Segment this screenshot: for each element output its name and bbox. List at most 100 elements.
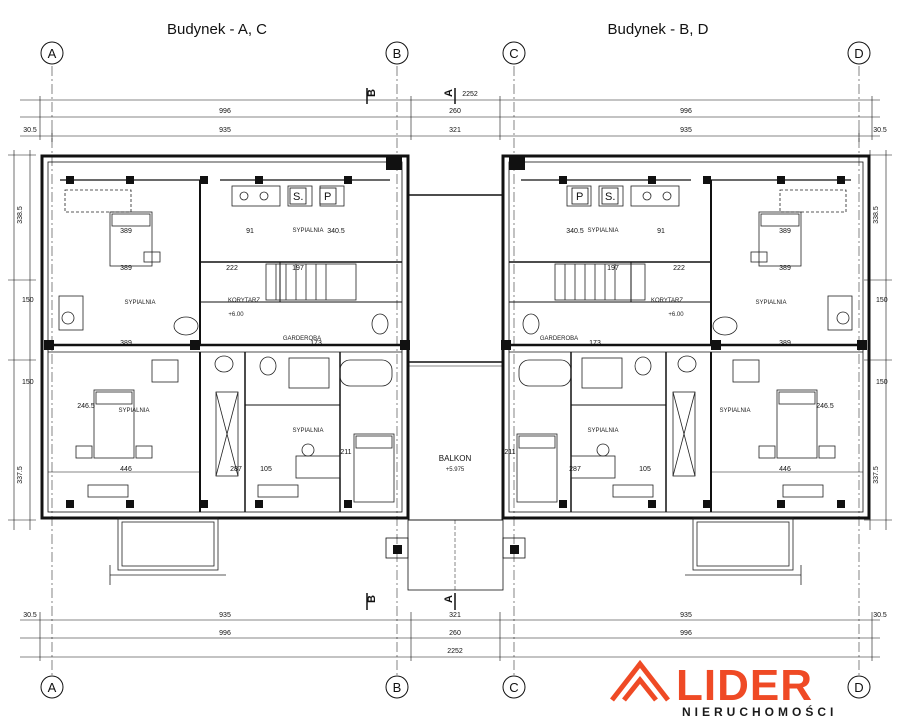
room-label-bedroom-left-right: SYPIALNIA [292, 428, 323, 434]
room-dim-287-right: 287 [569, 466, 581, 473]
room-label-bedroom-right-left: SYPIALNIA [587, 428, 618, 434]
room-dim-3405-left: 340.5 [327, 228, 345, 235]
axis-bubbles-bottom [40, 675, 871, 699]
building-left-walls [40, 154, 410, 520]
balcony-level: +5.975 [446, 467, 465, 473]
marker-s-right: S. [605, 191, 615, 203]
building-left-entry [109, 517, 226, 585]
dim-inner-left-top: 935 [219, 127, 231, 134]
room-label-corridor-right: KORYTARZ [651, 298, 683, 304]
logo-name: LIDER [676, 661, 813, 710]
axis-label-b-bottom: B [393, 680, 402, 695]
side-dim-bottom-left: 337.5 [17, 466, 24, 484]
dim-edge-left-top: 30.5 [23, 127, 37, 134]
dim-gap-top: 321 [449, 127, 461, 134]
marker-s-left: S. [293, 191, 303, 203]
dimension-lines-bottom [20, 612, 880, 661]
axis-label-b-top: B [393, 46, 402, 61]
dim-half-left-bottom: 996 [219, 630, 231, 637]
dim-overall-top: 2252 [462, 91, 478, 98]
room-label-bedroom-right-mid: SYPIALNIA [755, 300, 786, 306]
room-label-bedroom-left-bottom: SYPIALNIA [118, 408, 149, 414]
axis-label-d-bottom: D [854, 680, 863, 695]
dim-half-left-top: 996 [219, 108, 231, 115]
room-dim-173-left: 173 [310, 340, 322, 347]
room-dim-389-right-a: 389 [779, 228, 791, 235]
dim-inner-right-top: 935 [680, 127, 692, 134]
side-dim-top-left: 338.5 [17, 206, 24, 224]
section-marks-top [366, 88, 456, 104]
room-label-bedroom-left-top: SYPIALNIA [292, 228, 323, 234]
room-dim-389-right-b: 389 [779, 265, 791, 272]
section-mark-b-top: B [366, 89, 378, 97]
dim-overall-bottom: 2252 [447, 648, 463, 655]
room-dim-389-left-b: 389 [120, 265, 132, 272]
section-mark-a-bottom: A [443, 595, 455, 603]
side-dim-mid-left-2: 150 [22, 379, 34, 386]
section-mark-b-bottom: B [366, 595, 378, 603]
dimension-lines-top [20, 96, 880, 142]
axis-label-a-bottom: A [48, 680, 57, 695]
room-dim-446-left: 446 [120, 466, 132, 473]
axis-label-d-top: D [854, 46, 863, 61]
building-right-walls [501, 154, 871, 520]
axis-label-c-bottom: C [509, 680, 518, 695]
section-mark-a-top: A [443, 89, 455, 97]
room-dim-211-left: 211 [340, 449, 351, 456]
room-dim-389-left-a: 389 [120, 228, 132, 235]
room-dim-389-right-c: 389 [779, 340, 791, 347]
room-dim-287-left: 287 [230, 466, 242, 473]
room-dim-105-left: 105 [260, 466, 272, 473]
room-label-corridor-left: KORYTARZ [228, 298, 260, 304]
room-dim-222-right: 222 [673, 265, 685, 272]
room-dim-91-right: 91 [657, 228, 665, 235]
balcony-posts [393, 545, 519, 554]
level-label-left: +6.00 [228, 312, 244, 318]
dim-edge-right-top: 30.5 [873, 127, 887, 134]
dim-middle-top: 260 [449, 108, 461, 115]
room-dim-211-right: 211 [504, 449, 515, 456]
dimension-lines-side [8, 150, 892, 530]
logo-subtitle: NIERUCHOMOŚCI [682, 704, 837, 719]
room-dim-197-left: 197 [292, 265, 304, 272]
side-dim-mid-right-1: 150 [876, 297, 888, 304]
side-dim-mid-right-2: 150 [876, 379, 888, 386]
side-dim-bottom-right: 337.5 [873, 466, 880, 484]
room-label-bedroom-right-bottom: SYPIALNIA [719, 408, 750, 414]
building-left-furniture [58, 185, 395, 503]
dim-inner-right-bottom: 935 [680, 612, 692, 619]
building-left-wall-posts [44, 156, 410, 508]
house-roof-icon [610, 659, 670, 702]
building-title-left: Budynek - A, C [167, 21, 267, 38]
room-dim-446-right: 446 [779, 466, 791, 473]
balcony-label: BALKON [439, 454, 472, 463]
side-dim-mid-left-1: 150 [22, 297, 34, 304]
room-label-bedroom-right-top: SYPIALNIA [587, 228, 618, 234]
room-dim-389-left-c: 389 [120, 340, 132, 347]
room-dim-2465-right: 246.5 [816, 403, 834, 410]
room-dim-222-left: 222 [226, 265, 238, 272]
lider-logo: LIDER NIERUCHOMOŚCI [610, 659, 837, 719]
marker-boxes-left [289, 187, 337, 205]
marker-p-left: P [324, 191, 331, 203]
dim-gap-bottom: 321 [449, 612, 461, 619]
building-title-right: Budynek - B, D [608, 21, 709, 38]
level-label-right: +6.00 [668, 312, 684, 318]
room-label-wardrobe-right: GARDEROBA [540, 336, 578, 342]
balcony-structure [385, 194, 526, 591]
building-right-furniture [516, 185, 853, 503]
side-dim-top-right: 338.5 [873, 206, 880, 224]
dim-edge-right-bottom: 30.5 [873, 612, 887, 619]
axis-label-a-top: A [48, 46, 57, 61]
section-marks-bottom [366, 593, 456, 610]
axis-label-c-top: C [509, 46, 518, 61]
room-dim-3405-right: 340.5 [566, 228, 584, 235]
dim-half-right-bottom: 996 [680, 630, 692, 637]
room-dim-197-right: 197 [607, 265, 619, 272]
room-label-wardrobe-left: GARDEROBA [283, 336, 321, 342]
marker-boxes-right [571, 187, 619, 205]
marker-p-right: P [576, 191, 583, 203]
dim-inner-left-bottom: 935 [219, 612, 231, 619]
room-dim-2465-left: 246.5 [77, 403, 95, 410]
